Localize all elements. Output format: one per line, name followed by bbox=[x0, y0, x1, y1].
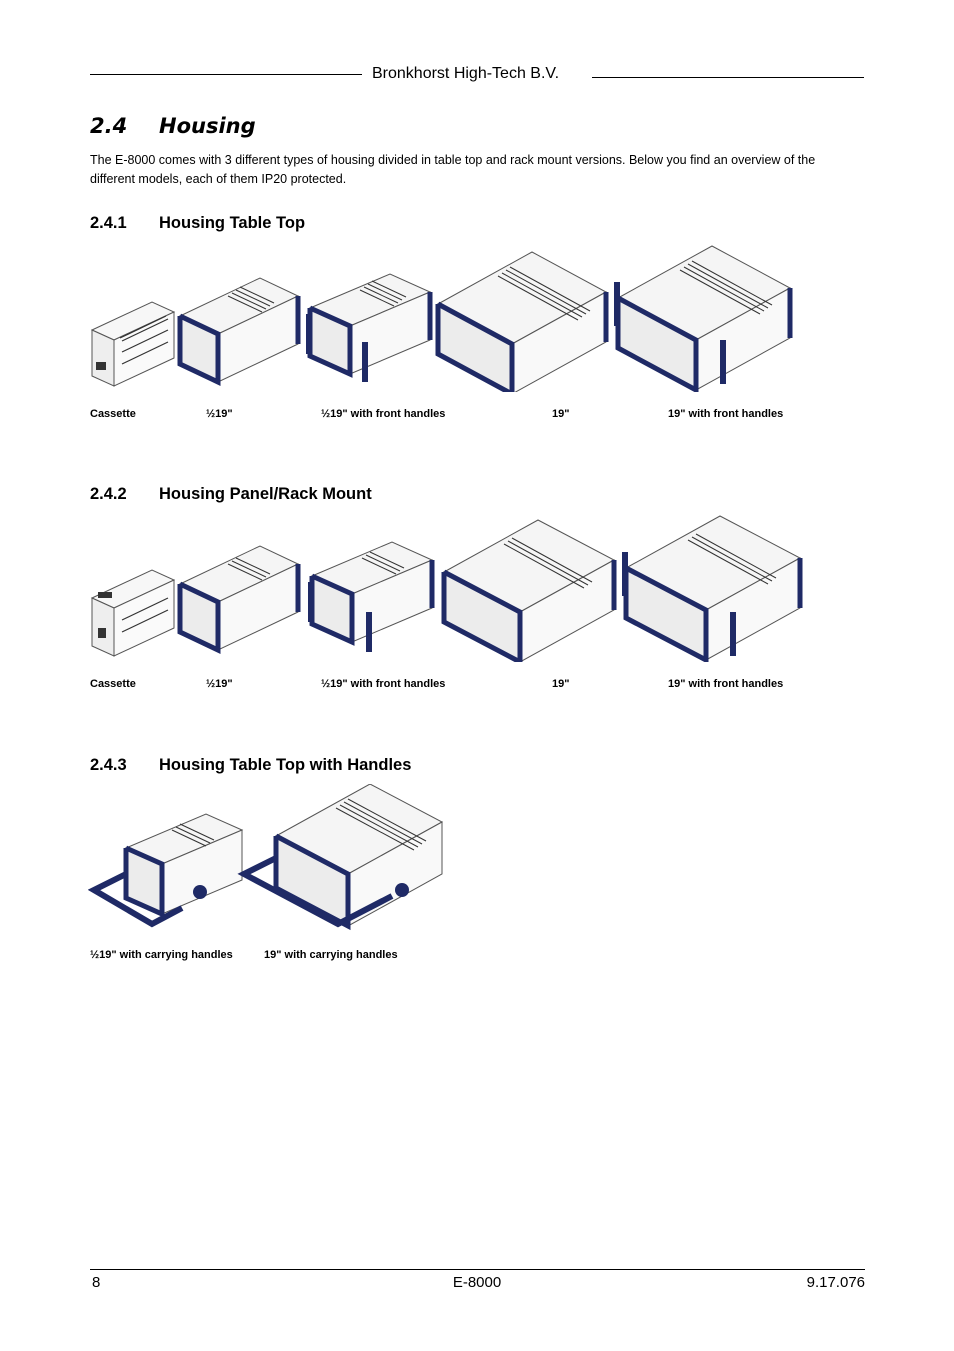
caption-19: 19" bbox=[552, 408, 570, 420]
half-19-front-handles-image bbox=[308, 541, 435, 652]
caption-half-19: ½19" bbox=[206, 408, 233, 420]
subsection-title: Housing Table Top bbox=[159, 214, 306, 232]
caption-half-19-carrying-handles: ½19" with carrying handles bbox=[90, 949, 233, 961]
subsection-heading-carrying-handles: 2.4.3 Housing Table Top with Handles bbox=[90, 756, 490, 775]
caption-half-19-front-handles: ½19" with front handles bbox=[321, 678, 446, 690]
half-19-image bbox=[177, 277, 301, 386]
19-carrying-handles-image bbox=[237, 784, 444, 931]
subsection-title: Housing Table Top with Handles bbox=[159, 756, 412, 774]
half-19-carrying-handles-image bbox=[88, 813, 244, 928]
caption-19-front-handles: 19" with front handles bbox=[668, 408, 784, 420]
footer-rule bbox=[90, 1269, 865, 1270]
19-front-handles-image bbox=[614, 245, 793, 392]
caption-19: 19" bbox=[552, 678, 570, 690]
header-rule-left bbox=[90, 74, 362, 75]
rack-mount-figure bbox=[90, 515, 803, 662]
carrying-handles-figure bbox=[88, 784, 444, 931]
caption-cassette: Cassette bbox=[90, 408, 136, 420]
subsection-heading-rack-mount: 2.4.2 Housing Panel/Rack Mount bbox=[90, 485, 490, 504]
table-top-figure bbox=[90, 245, 793, 392]
caption-19-front-handles: 19" with front handles bbox=[668, 678, 784, 690]
19-image bbox=[435, 251, 609, 392]
subsection-number: 2.4.2 bbox=[90, 485, 127, 503]
header-rule-right bbox=[592, 77, 864, 78]
19-image bbox=[441, 519, 617, 662]
19-front-handles-image bbox=[622, 515, 803, 662]
footer-page-number: 8 bbox=[92, 1274, 101, 1291]
caption-half-19-front-handles: ½19" with front handles bbox=[321, 408, 446, 420]
caption-half-19: ½19" bbox=[206, 678, 233, 690]
caption-19-carrying-handles: 19" with carrying handles bbox=[264, 949, 398, 961]
half-19-image bbox=[177, 545, 301, 654]
section-title: Housing bbox=[159, 114, 256, 138]
cassette-image bbox=[90, 301, 176, 387]
footer-doc-ref: 9.17.076 bbox=[806, 1274, 865, 1291]
subsection-heading-table-top: 2.4.1 Housing Table Top bbox=[90, 214, 490, 233]
footer-doc-name: E-8000 bbox=[452, 1274, 502, 1291]
caption-cassette: Cassette bbox=[90, 678, 136, 690]
subsection-title: Housing Panel/Rack Mount bbox=[159, 485, 372, 503]
section-intro: The E-8000 comes with 3 different types … bbox=[90, 153, 816, 186]
cassette-image bbox=[90, 569, 176, 657]
half-19-front-handles-image bbox=[306, 273, 433, 382]
subsection-number: 2.4.3 bbox=[90, 756, 127, 774]
section-number: 2.4 bbox=[90, 114, 128, 138]
header-company: Bronkhorst High-Tech B.V. bbox=[372, 65, 560, 82]
subsection-number: 2.4.1 bbox=[90, 214, 127, 232]
